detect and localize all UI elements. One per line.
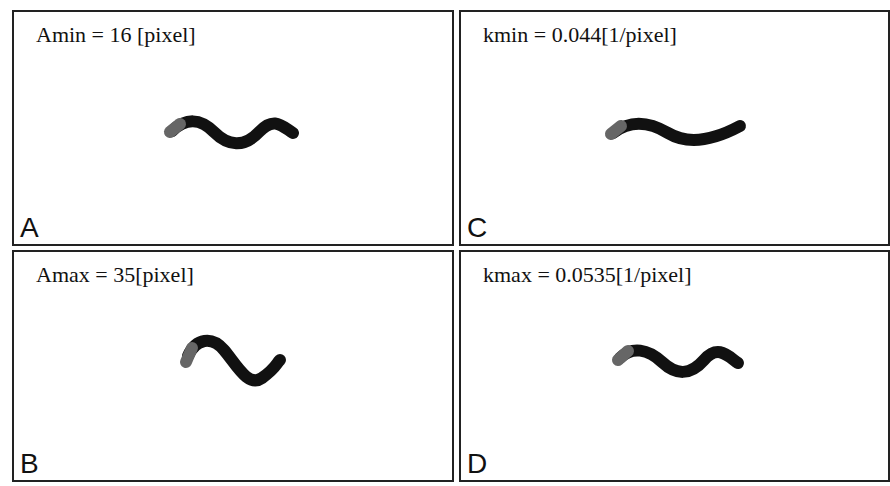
panel-letter: B — [20, 449, 39, 480]
parameter-label: kmin = 0.044[1/pixel] — [483, 22, 677, 48]
worm-head — [186, 348, 192, 362]
panel-letter: A — [20, 213, 39, 244]
worm-body — [172, 121, 293, 143]
worm-body — [188, 341, 280, 381]
parameter-label: kmax = 0.0535[1/pixel] — [483, 262, 692, 288]
panel-letter: C — [467, 213, 487, 244]
worm-head — [611, 126, 621, 134]
worm-head — [618, 351, 628, 360]
worm-body — [613, 124, 740, 140]
figure-panel: kmin = 0.044[1/pixel] C — [459, 10, 890, 246]
parameter-label: Amin = 16 [pixel] — [36, 22, 196, 48]
figure-panel: Amax = 35[pixel] B — [12, 250, 454, 482]
panel-letter: D — [467, 449, 487, 480]
figure-panel: Amin = 16 [pixel] A — [12, 10, 454, 246]
worm-head — [170, 124, 180, 132]
parameter-label: Amax = 35[pixel] — [36, 262, 194, 288]
worm-body — [620, 350, 738, 371]
figure-panel: kmax = 0.0535[1/pixel] D — [459, 250, 890, 482]
